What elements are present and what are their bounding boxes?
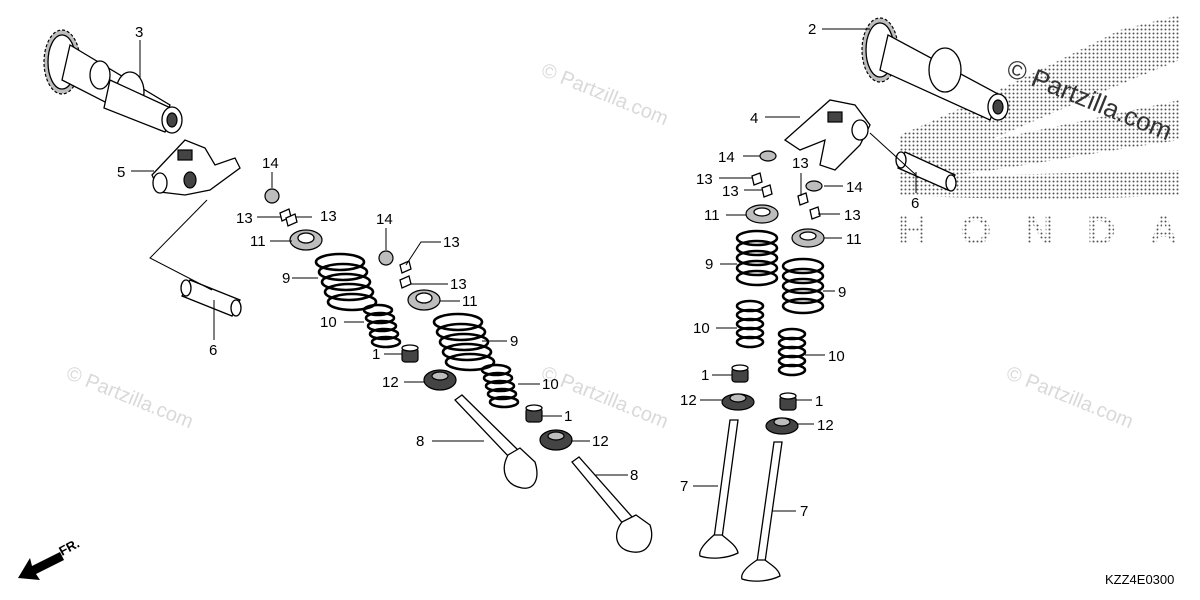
callout-12[interactable]: 12 bbox=[382, 374, 399, 391]
stem-seal-1[interactable] bbox=[525, 404, 543, 423]
callout-7[interactable]: 7 bbox=[800, 503, 808, 520]
spring-seat-12[interactable] bbox=[721, 393, 755, 411]
callout-6[interactable]: 6 bbox=[209, 342, 217, 359]
stem-seal-1[interactable] bbox=[731, 364, 749, 383]
valve-stack-left-a bbox=[264, 188, 538, 489]
valve-7-right-b[interactable] bbox=[741, 441, 783, 582]
callout-13[interactable]: 13 bbox=[443, 234, 460, 251]
callout-3[interactable]: 3 bbox=[135, 24, 143, 41]
callout-5[interactable]: 5 bbox=[117, 164, 125, 181]
shim-14[interactable] bbox=[264, 188, 280, 204]
valve-8-left-b[interactable] bbox=[571, 456, 653, 553]
callout-10[interactable]: 10 bbox=[693, 320, 710, 337]
cotter-13[interactable] bbox=[399, 260, 412, 274]
callout-labels: 3 2 5 4 6 6 14 13 13 11 9 10 1 12 8 14 1… bbox=[117, 21, 919, 520]
callout-1[interactable]: 1 bbox=[701, 367, 709, 384]
valve-8-left-a[interactable] bbox=[454, 394, 538, 489]
outer-spring-9[interactable] bbox=[735, 229, 779, 287]
cotter-13[interactable] bbox=[761, 184, 773, 198]
callout-13[interactable]: 13 bbox=[722, 183, 739, 200]
cotter-13[interactable] bbox=[809, 206, 821, 220]
watermark-text: © Partzilla.com bbox=[538, 362, 671, 433]
callout-1[interactable]: 1 bbox=[815, 393, 823, 410]
callout-10[interactable]: 10 bbox=[320, 314, 337, 331]
outer-spring-9[interactable] bbox=[432, 312, 496, 372]
callout-13[interactable]: 13 bbox=[320, 208, 337, 225]
callout-6[interactable]: 6 bbox=[911, 195, 919, 212]
spring-seat-12[interactable] bbox=[423, 369, 457, 391]
rocker-arm-left[interactable] bbox=[151, 139, 241, 196]
cotter-13[interactable] bbox=[797, 192, 809, 206]
callout-11[interactable]: 11 bbox=[250, 233, 266, 250]
callout-9[interactable]: 9 bbox=[282, 270, 290, 287]
callout-13[interactable]: 13 bbox=[696, 171, 713, 188]
honda-logo-text: HONDA bbox=[898, 209, 1178, 253]
callout-1[interactable]: 1 bbox=[564, 408, 572, 425]
shim-14[interactable] bbox=[805, 180, 823, 192]
callout-8[interactable]: 8 bbox=[630, 467, 638, 484]
front-direction-arrow-icon: FR. bbox=[18, 536, 82, 580]
callout-14[interactable]: 14 bbox=[376, 211, 393, 228]
cotter-13[interactable] bbox=[285, 213, 298, 227]
diagram-code: KZZ4E0300 bbox=[1105, 572, 1174, 587]
watermark-text: © Partzilla.com bbox=[538, 59, 671, 130]
callout-9[interactable]: 9 bbox=[510, 333, 518, 350]
callout-13[interactable]: 13 bbox=[450, 276, 467, 293]
callout-7[interactable]: 7 bbox=[680, 478, 688, 495]
callout-12[interactable]: 12 bbox=[817, 417, 834, 434]
inner-spring-10[interactable] bbox=[777, 327, 807, 377]
valve-7-right-a[interactable] bbox=[699, 419, 739, 559]
stem-seal-1[interactable] bbox=[401, 344, 419, 363]
valve-stack-left-b bbox=[378, 250, 653, 553]
cotter-13[interactable] bbox=[751, 172, 763, 186]
rocker-shaft-right[interactable] bbox=[895, 151, 957, 192]
callout-11[interactable]: 11 bbox=[704, 207, 720, 224]
callout-10[interactable]: 10 bbox=[542, 376, 559, 393]
callout-12[interactable]: 12 bbox=[680, 392, 697, 409]
rocker-arm-right[interactable] bbox=[783, 99, 871, 171]
shim-14[interactable] bbox=[378, 250, 394, 266]
callout-12[interactable]: 12 bbox=[592, 433, 609, 450]
stem-seal-1[interactable] bbox=[779, 392, 797, 411]
callout-11[interactable]: 11 bbox=[462, 293, 478, 310]
camshaft-left[interactable] bbox=[43, 29, 183, 134]
valve-stack-right-b bbox=[741, 180, 825, 582]
watermark-text: © Partzilla.com bbox=[1003, 362, 1136, 433]
outer-spring-9[interactable] bbox=[781, 257, 825, 315]
watermark-text: © Partzilla.com bbox=[63, 362, 196, 433]
callout-13[interactable]: 13 bbox=[236, 210, 253, 227]
callout-8[interactable]: 8 bbox=[416, 433, 424, 450]
callout-11[interactable]: 11 bbox=[846, 231, 862, 248]
camshaft-right[interactable] bbox=[861, 17, 1009, 121]
shim-14[interactable] bbox=[759, 150, 777, 162]
callout-13[interactable]: 13 bbox=[844, 207, 861, 224]
callout-14[interactable]: 14 bbox=[262, 155, 279, 172]
spring-seat-12[interactable] bbox=[765, 417, 799, 435]
inner-spring-10[interactable] bbox=[735, 299, 765, 349]
cotter-13[interactable] bbox=[399, 275, 412, 289]
spring-seat-12[interactable] bbox=[539, 429, 573, 451]
inner-spring-10[interactable] bbox=[362, 303, 402, 349]
callout-1[interactable]: 1 bbox=[372, 346, 380, 363]
callout-9[interactable]: 9 bbox=[705, 256, 713, 273]
rocker-shaft-left[interactable] bbox=[180, 279, 242, 317]
callout-9[interactable]: 9 bbox=[838, 284, 846, 301]
valve-stack-right-a bbox=[699, 150, 779, 559]
callout-14[interactable]: 14 bbox=[718, 149, 735, 166]
callout-14[interactable]: 14 bbox=[846, 179, 863, 196]
callout-10[interactable]: 10 bbox=[828, 348, 845, 365]
outer-spring-9[interactable] bbox=[314, 252, 378, 312]
leader-lines bbox=[131, 28, 917, 512]
callout-2[interactable]: 2 bbox=[808, 21, 816, 38]
callout-4[interactable]: 4 bbox=[750, 110, 758, 127]
inner-spring-10[interactable] bbox=[480, 363, 520, 409]
callout-13[interactable]: 13 bbox=[792, 155, 809, 172]
